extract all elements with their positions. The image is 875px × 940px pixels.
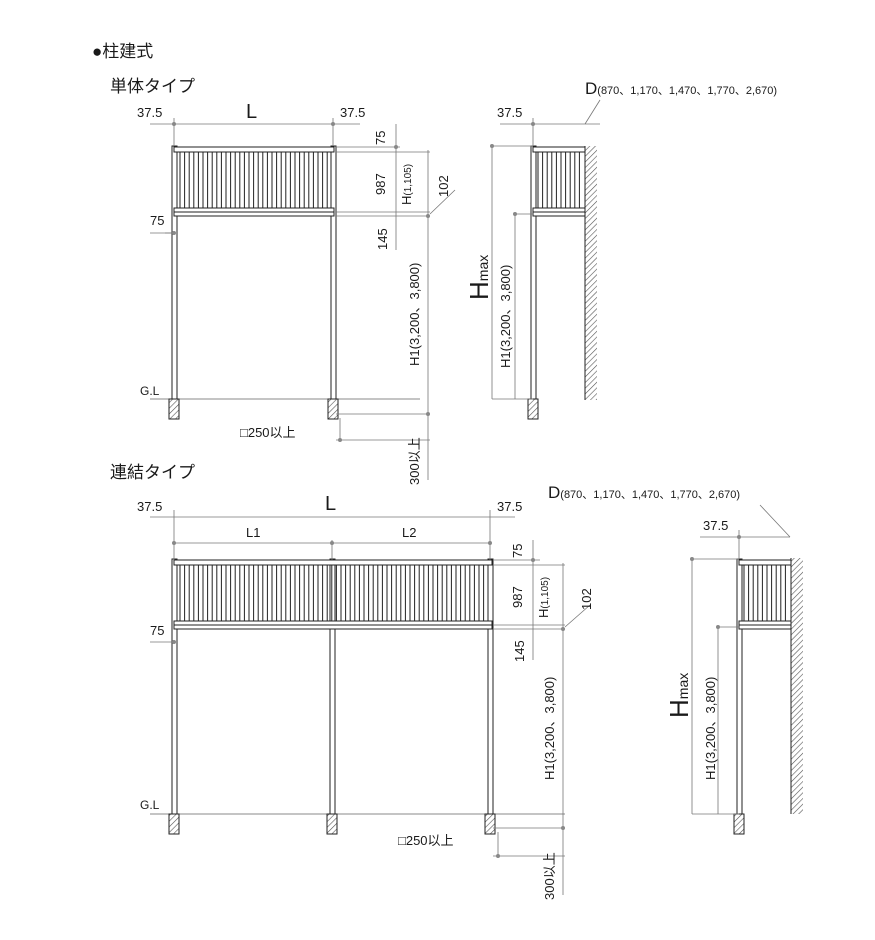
single-dim-145: 145: [375, 228, 390, 250]
linked-side-dim-Hmax: Hmax: [664, 672, 694, 718]
linked-side-dimensions: [691, 504, 791, 815]
page-heading: ●柱建式: [92, 42, 154, 61]
linked-dim-H1: H1(3,200、3,800): [542, 676, 557, 780]
linked-side-dim-H1: H1(3,200、3,800): [703, 676, 718, 780]
linked-dim-L2: L2: [402, 525, 417, 540]
linked-side-dim-37-5: 37.5: [703, 518, 729, 533]
linked-side-view: [733, 558, 803, 835]
linked-dim-L1: L1: [246, 525, 261, 540]
linked-dim-75-top: 75: [510, 543, 525, 558]
single-dim-H: H(1,105): [399, 163, 414, 205]
single-side-dim-Hmax: Hmax: [464, 254, 494, 300]
linked-side-dim-D: D(870、1,170、1,470、1,770、2,670): [548, 483, 741, 502]
linked-dim-75-left: 75: [150, 623, 165, 638]
linked-dim-left-37-5: 37.5: [137, 499, 163, 514]
single-type-title: 単体タイプ: [110, 77, 195, 96]
single-side-dim-H1: H1(3,200、3,800): [498, 264, 513, 368]
linked-dim-H: H(1,105): [536, 576, 551, 618]
linked-type-title: 連結タイプ: [110, 463, 195, 482]
linked-dimensions: [150, 510, 591, 895]
single-dim-left-37-5: 37.5: [137, 105, 163, 120]
single-dim-75-left: 75: [150, 213, 165, 228]
single-front-view: [150, 145, 420, 420]
linked-dim-145: 145: [512, 640, 527, 662]
single-dim-987: 987: [373, 173, 388, 195]
linked-gl-label: G.L: [140, 798, 160, 812]
single-side-dim-37-5: 37.5: [497, 105, 523, 120]
linked-dim-102: 102: [579, 588, 594, 610]
linked-dim-right-37-5: 37.5: [497, 499, 523, 514]
single-gl-label: G.L: [140, 384, 160, 398]
single-dim-L: L: [246, 101, 258, 123]
single-side-dimensions: [491, 99, 601, 400]
single-foundation-label: □250以上: [240, 425, 296, 440]
linked-front-view: [150, 558, 565, 835]
dimension-dots: [172, 122, 741, 858]
linked-dim-L: L: [325, 493, 337, 515]
single-dim-102: 102: [436, 175, 451, 197]
linked-foundation-label: □250以上: [398, 833, 454, 848]
single-dim-75-top: 75: [373, 130, 388, 145]
single-side-view: [527, 145, 597, 420]
single-dim-H1: H1(3,200、3,800): [407, 262, 422, 366]
linked-depth-label: 300以上: [542, 852, 557, 900]
single-dim-right-37-5: 37.5: [340, 105, 366, 120]
single-side-dim-D: D(870、1,170、1,470、1,770、2,670): [585, 79, 778, 98]
single-depth-label: 300以上: [407, 437, 422, 485]
linked-dim-987: 987: [510, 586, 525, 608]
